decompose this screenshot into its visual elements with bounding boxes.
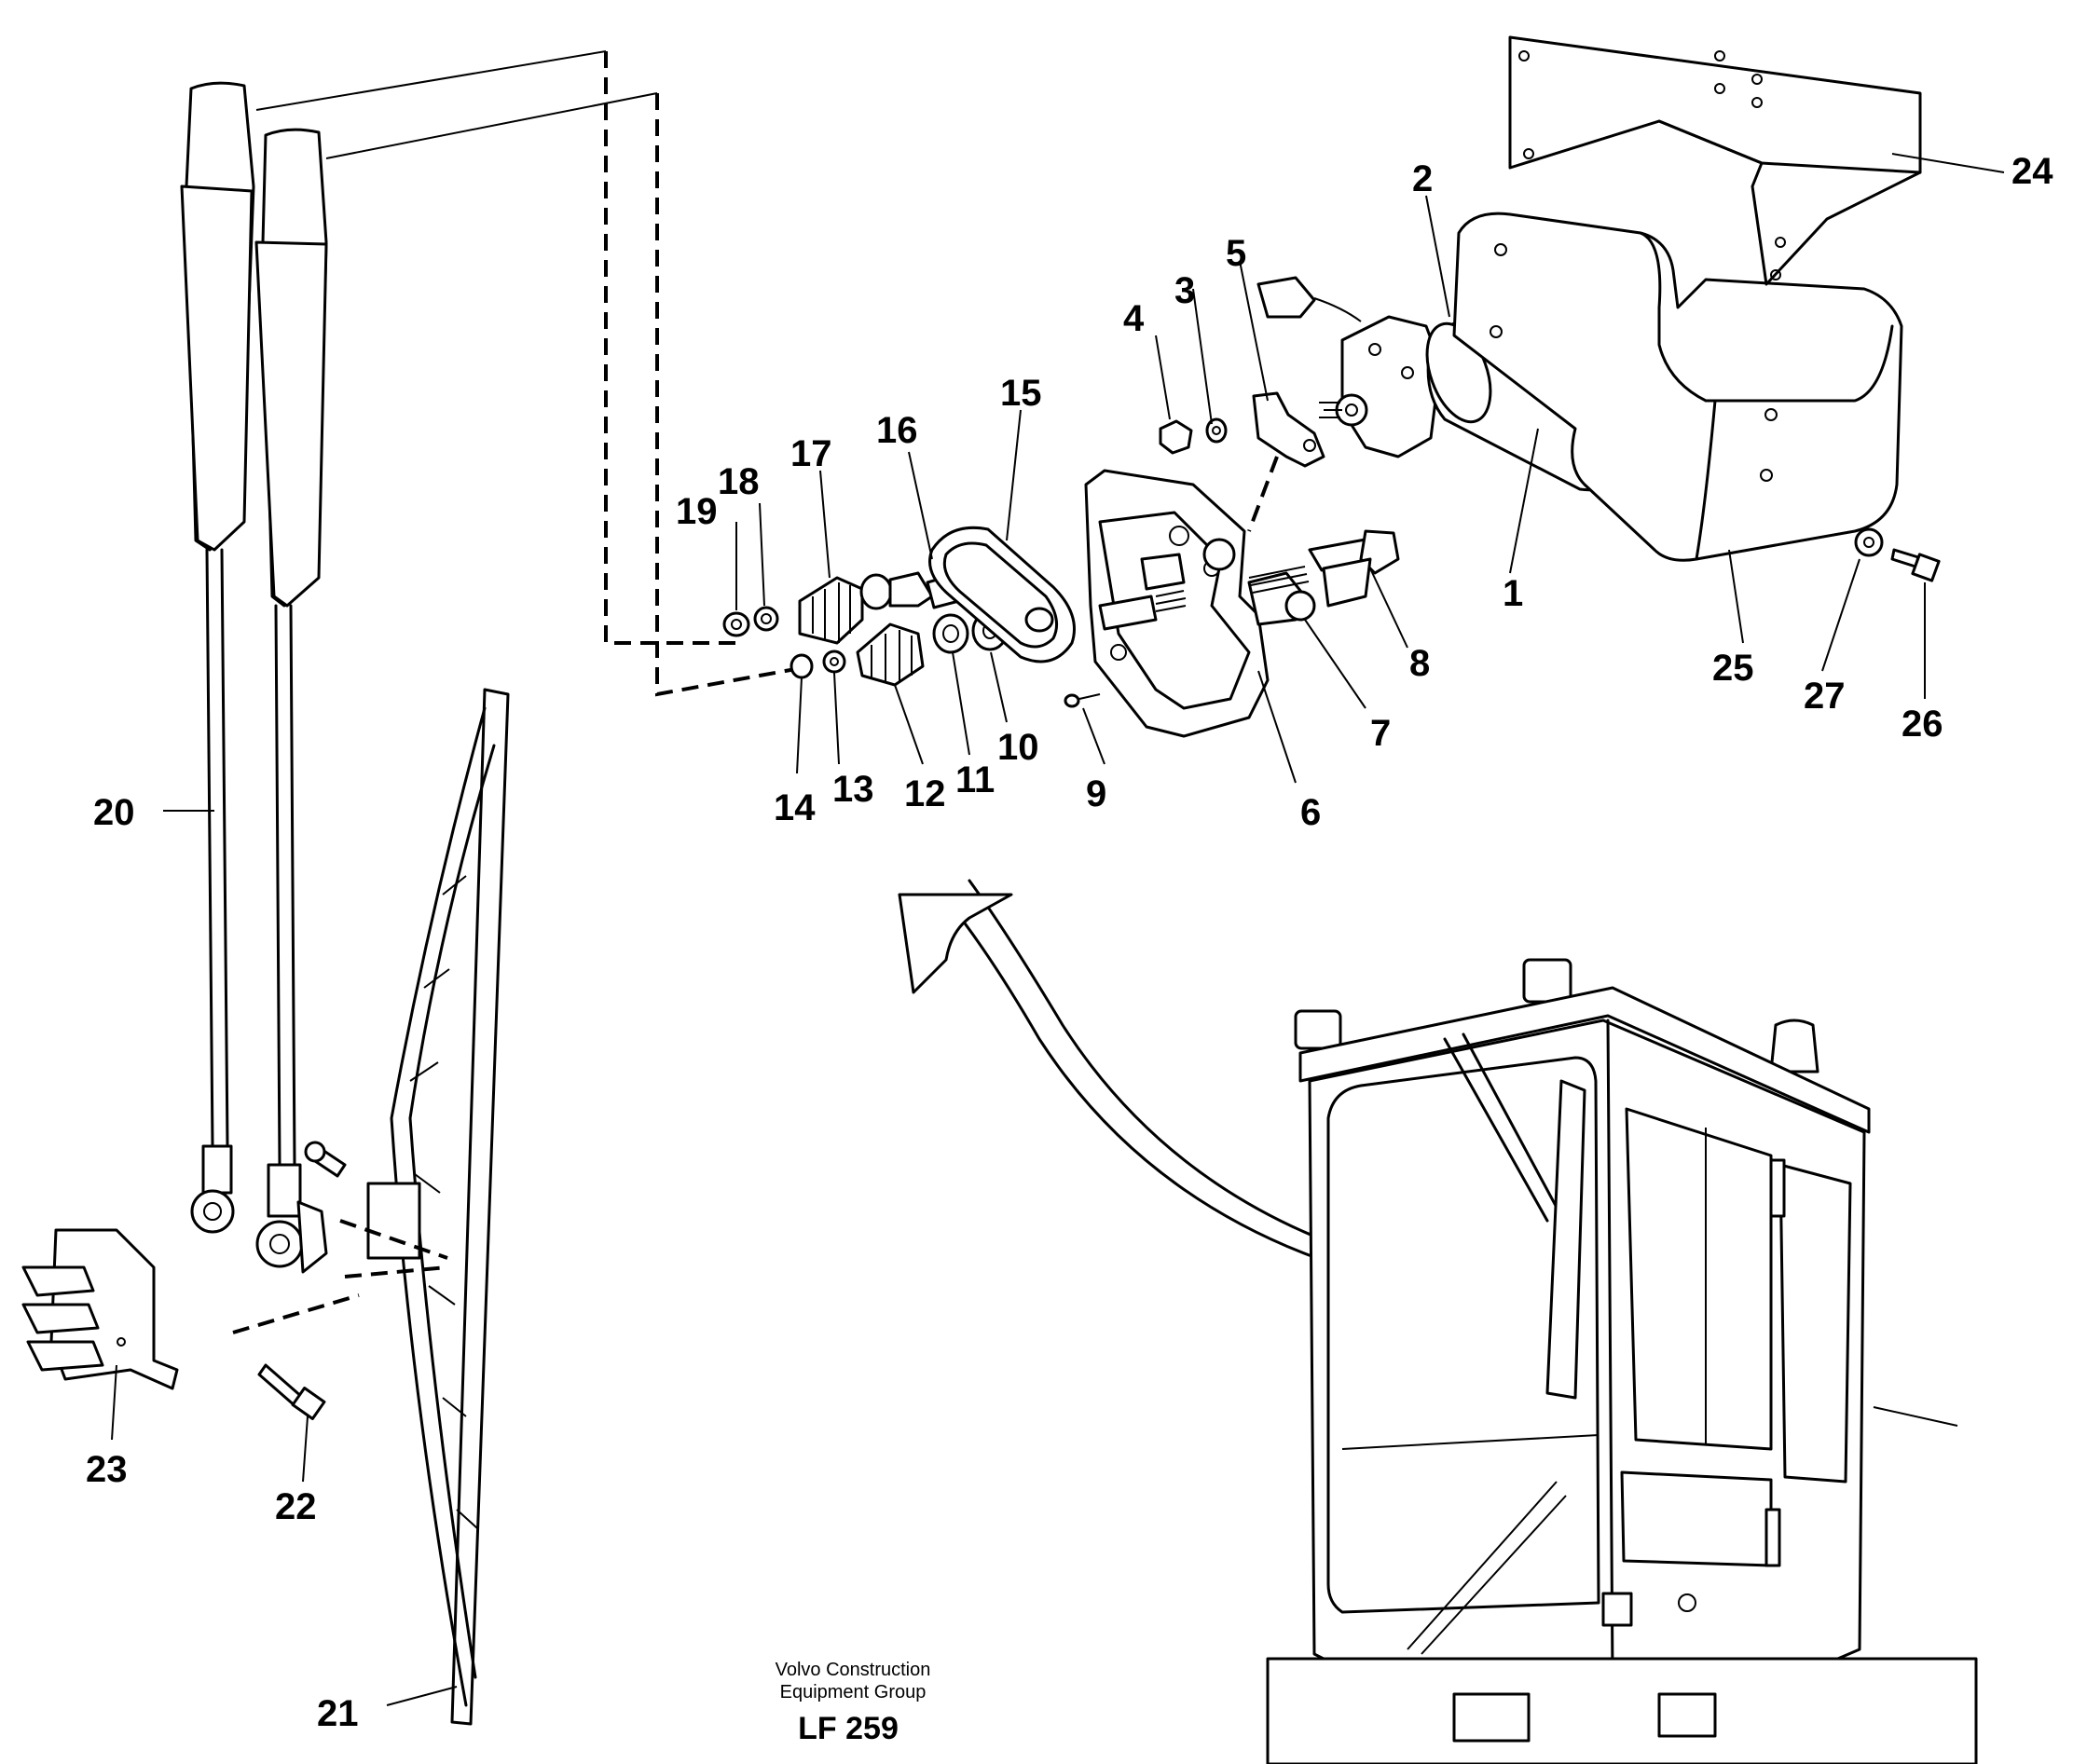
small-parts	[722, 563, 1009, 687]
part-label-8: 8	[1409, 643, 1430, 684]
part-label-19: 19	[676, 491, 718, 532]
linkage-plate-6	[1064, 469, 1270, 738]
parts-3-4-5	[1159, 391, 1325, 532]
part-label-6: 6	[1300, 792, 1321, 833]
part-label-2: 2	[1412, 158, 1433, 199]
part-label-1: 1	[1503, 573, 1523, 614]
part-label-3: 3	[1174, 270, 1195, 311]
part-label-10: 10	[997, 727, 1039, 768]
part-number-labels: 1 2 3 4 5 6 7 8 9 10 11 12 13 14 15 16 1…	[86, 151, 2053, 1734]
part-label-9: 9	[1086, 773, 1106, 814]
part-label-11: 11	[955, 759, 995, 800]
part-label-23: 23	[86, 1449, 128, 1490]
part-label-17: 17	[790, 433, 832, 474]
footer-company-line-2: Equipment Group	[780, 1682, 927, 1702]
crank-7-8	[1247, 529, 1400, 626]
part-label-27: 27	[1804, 676, 1846, 717]
part-label-24: 24	[2011, 151, 2053, 192]
part-label-15: 15	[1000, 373, 1042, 414]
part-label-14: 14	[774, 787, 816, 828]
part-label-13: 13	[832, 769, 874, 810]
part-label-12: 12	[904, 773, 946, 814]
part-label-22: 22	[275, 1486, 317, 1527]
footer-drawing-code: LF 259	[798, 1711, 899, 1746]
part-label-16: 16	[876, 410, 918, 451]
bracket-23	[21, 1228, 179, 1390]
part-label-26: 26	[1902, 704, 1943, 745]
part-label-25: 25	[1712, 648, 1754, 689]
part-label-21: 21	[317, 1693, 359, 1734]
bracket-24	[1508, 35, 1922, 286]
cab-illustration	[1266, 958, 1978, 1764]
leader-lines	[111, 153, 2005, 1706]
gasket-15	[928, 526, 1076, 663]
wiper-blade	[339, 688, 510, 1726]
part-label-20: 20	[93, 792, 135, 833]
part-label-7: 7	[1370, 713, 1391, 754]
part-label-5: 5	[1226, 233, 1246, 274]
bolt-26-washer-27	[1854, 527, 1941, 582]
wiper-arms	[180, 50, 812, 1274]
part-label-4: 4	[1123, 298, 1145, 339]
bolt-22	[232, 1141, 360, 1420]
part-label-18: 18	[718, 461, 760, 502]
housing-25	[1452, 212, 1903, 562]
footer-credit: Volvo Construction Equipment Group LF 25…	[776, 1660, 931, 1746]
footer-company-line-1: Volvo Construction	[776, 1660, 931, 1680]
